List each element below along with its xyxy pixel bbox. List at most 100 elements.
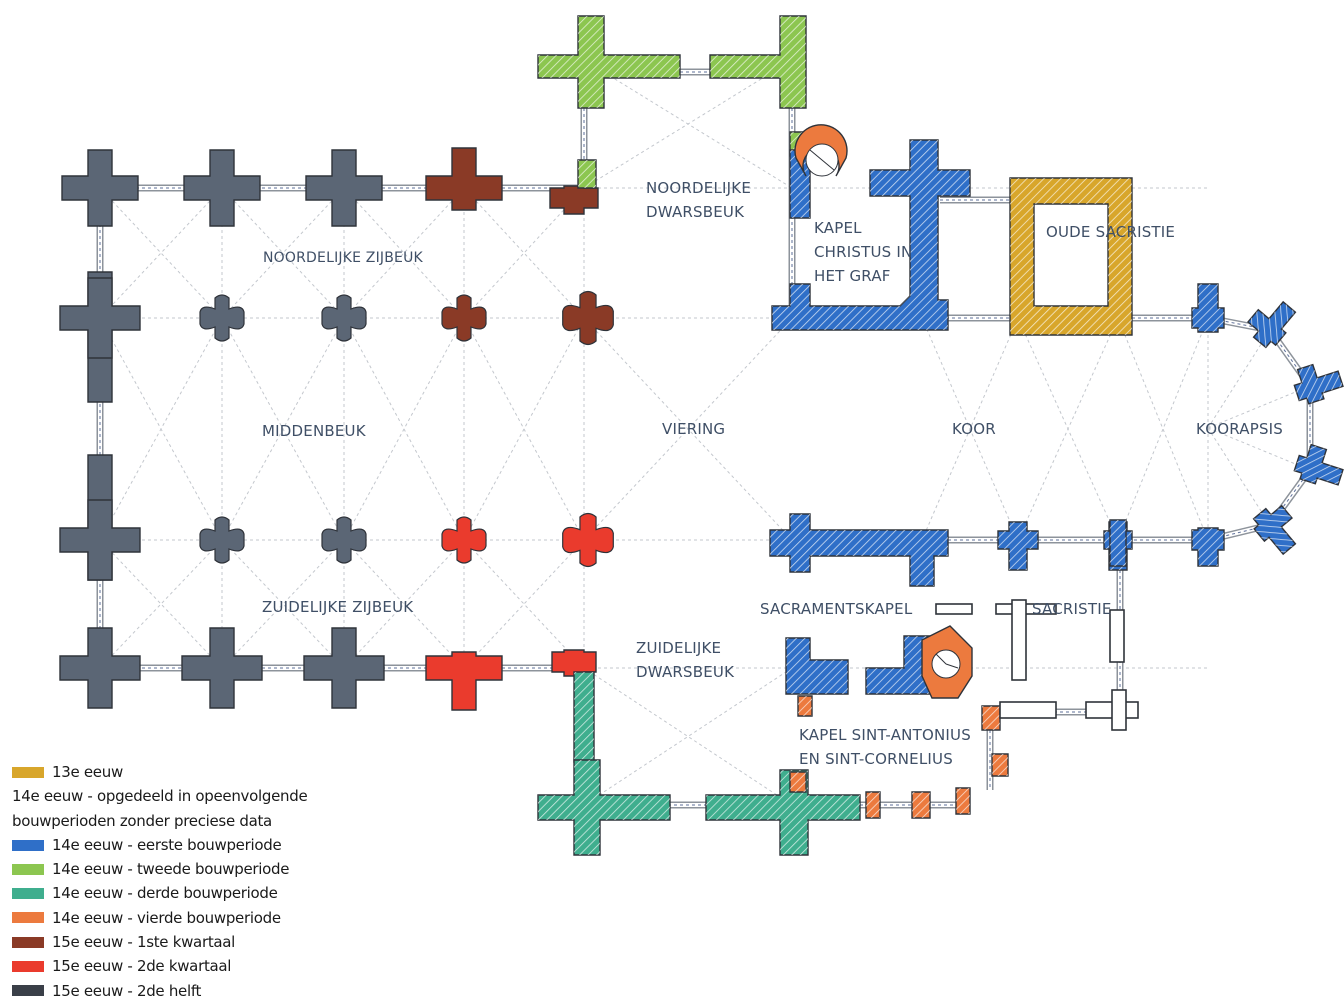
sacramentskapel-north-block — [769, 513, 949, 587]
kapel-west-wall — [789, 149, 811, 219]
apse-pier-n-hatch — [1192, 284, 1224, 332]
label-koorapsis: KOORAPSIS — [1196, 420, 1284, 438]
pier-nave-3s-fill — [441, 516, 487, 564]
south-transept-west-wall-part — [573, 671, 595, 763]
legend-swatch — [12, 888, 44, 900]
pier-nave-1n-fill — [199, 294, 245, 342]
legend-swatch — [12, 985, 44, 997]
vault-rib — [343, 539, 465, 669]
north-transept-pier-stub-hatch — [578, 160, 596, 188]
vault-rib — [583, 59, 793, 189]
apse-wall-core — [1207, 524, 1271, 541]
apse-pier-n — [1191, 283, 1225, 333]
pier-north-0-fill — [61, 149, 139, 227]
pier-crossing-nw-fill — [562, 290, 614, 346]
vault-rib — [1117, 317, 1209, 541]
chapel-buttress-2-hatch — [912, 792, 930, 818]
apse-buttress-1 — [1293, 363, 1344, 405]
pier-nave-2n-fill — [321, 294, 367, 342]
sacramentskapel-south-west — [785, 637, 849, 695]
chapel-buttress-5-hatch — [992, 754, 1008, 776]
chapel-buttress-4 — [981, 705, 1001, 731]
pier-west-n-fill — [59, 277, 141, 359]
chapel-buttress-0-hatch — [798, 696, 812, 716]
kapel-christus-block — [771, 139, 971, 331]
pier-south-0 — [59, 627, 141, 709]
apse-buttress-2 — [1293, 443, 1344, 486]
pier-nave-2n — [321, 294, 367, 342]
pier-north-4-fill — [549, 185, 599, 215]
south-transept-cross-w-hatch — [538, 760, 670, 855]
kapel-west-wall-hatch — [790, 150, 810, 218]
vault-rib — [1017, 317, 1119, 541]
legend-swatch — [12, 936, 44, 948]
legend-swatch — [12, 863, 44, 875]
sacristie-wall-3 — [1109, 609, 1125, 663]
pier-nave-1s-fill — [199, 516, 245, 564]
sacramentskapel-south-east-hatch — [866, 636, 930, 694]
vault-rib — [343, 539, 465, 669]
label-zuidelijke-zijbeuk: ZUIDELIJKE ZIJBEUK — [262, 598, 414, 616]
label-middenbeuk: MIDDENBEUK — [262, 422, 366, 440]
legend-swatch — [12, 912, 44, 924]
legend-swatch — [12, 766, 44, 778]
vault-rib — [221, 317, 345, 541]
label-koor: KOOR — [952, 420, 996, 438]
pier-south-2-fill — [303, 627, 385, 709]
apse-buttress-hatch — [1248, 301, 1296, 348]
stair-turret-south-steps — [935, 653, 959, 669]
legend-item: 14e eeuw - eerste bouwperiode — [12, 833, 307, 857]
pier-north-3 — [425, 147, 503, 211]
pier-nave-1s — [199, 516, 245, 564]
vault-rib — [343, 317, 465, 541]
choir-pier-s1 — [997, 521, 1039, 571]
building-parts-layer — [59, 15, 1344, 856]
chapel-buttress-2 — [911, 791, 931, 819]
vault-rib — [463, 539, 585, 669]
chapel-buttress-4-hatch — [982, 706, 1000, 730]
vault-rib — [1207, 385, 1311, 429]
apse-buttress-hatch — [1294, 364, 1344, 404]
kapel-christus-block-hatch — [772, 140, 970, 330]
north-transept-cross-e — [709, 15, 807, 109]
chapel-buttress-5 — [991, 753, 1009, 777]
pier-crossing-sw-fill — [562, 512, 614, 568]
pier-south-0-fill — [59, 627, 141, 709]
stair-turret-north-steps — [809, 149, 835, 171]
vault-rib — [1207, 427, 1311, 471]
choir-pier-s1-hatch — [998, 522, 1038, 570]
pier-south-3 — [425, 651, 503, 711]
chapel-buttress-0 — [797, 695, 813, 717]
choir-pier-s2-shaft — [1109, 519, 1127, 567]
north-transept-cross-w-hatch — [538, 16, 680, 108]
apse-pier-s-hatch — [1192, 528, 1224, 566]
pier-nave-2s — [321, 516, 367, 564]
pier-nave-3n — [441, 294, 487, 342]
south-transept-west-wall-part-hatch — [574, 672, 594, 762]
chapel-buttress-1 — [865, 791, 881, 819]
legend-item: 14e eeuw - derde bouwperiode — [12, 881, 307, 905]
vault-rib — [463, 317, 585, 541]
label-sacramentskapel: SACRAMENTSKAPEL — [760, 600, 913, 618]
chapel-buttress-w — [789, 771, 807, 793]
pier-south-1-fill — [181, 627, 263, 709]
apse-buttress-hatch — [1294, 444, 1344, 485]
chapel-buttress-3-hatch — [956, 788, 970, 814]
pier-north-2 — [305, 149, 383, 227]
legend-note: 14e eeuw - opgedeeld in opeenvolgende — [12, 787, 308, 806]
legend-item: 14e eeuw - tweede bouwperiode — [12, 857, 307, 881]
legend: 13e eeuw 14e eeuw - opgedeeld in opeenvo… — [12, 760, 308, 1003]
sacristie-wall-2 — [1011, 599, 1027, 681]
pier-south-1 — [181, 627, 263, 709]
choir-pier-s2-shaft-hatch — [1110, 520, 1126, 566]
pier-north-4 — [549, 185, 599, 215]
pier-west-s-fill — [59, 499, 141, 581]
stair-turret-north — [794, 124, 848, 177]
south-transept-cross-e — [705, 769, 861, 856]
label-viering: VIERING — [662, 420, 726, 438]
